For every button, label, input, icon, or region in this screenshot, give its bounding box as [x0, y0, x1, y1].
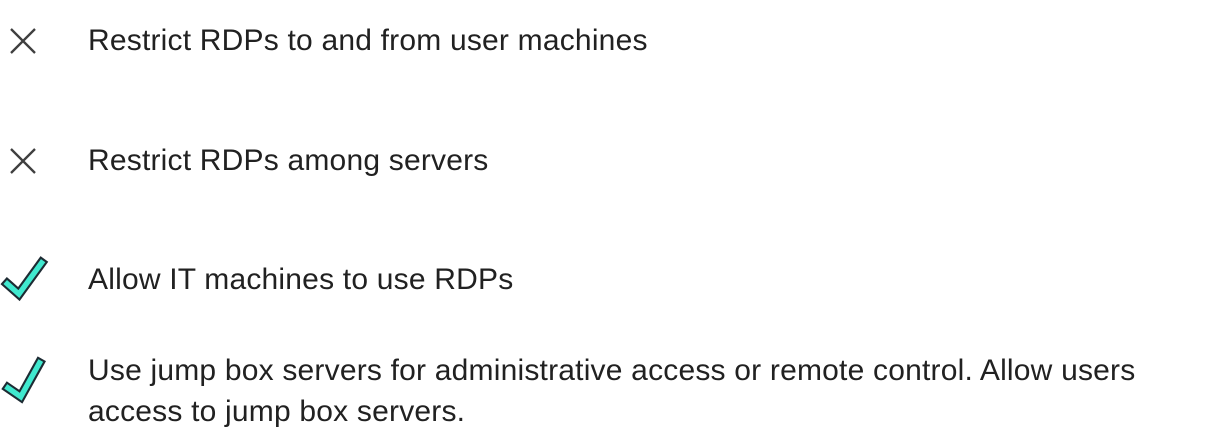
list-item-text: Restrict RDPs among servers	[88, 144, 489, 177]
check-icon	[1, 356, 48, 404]
list-item-text: Use jump box servers for administrative …	[88, 354, 1136, 428]
x-icon	[9, 27, 37, 55]
list-item-text: Restrict RDPs to and from user machines	[88, 24, 648, 57]
list-item-text: Allow IT machines to use RDPs	[88, 263, 514, 296]
x-icon	[9, 147, 37, 175]
check-icon	[0, 256, 49, 302]
